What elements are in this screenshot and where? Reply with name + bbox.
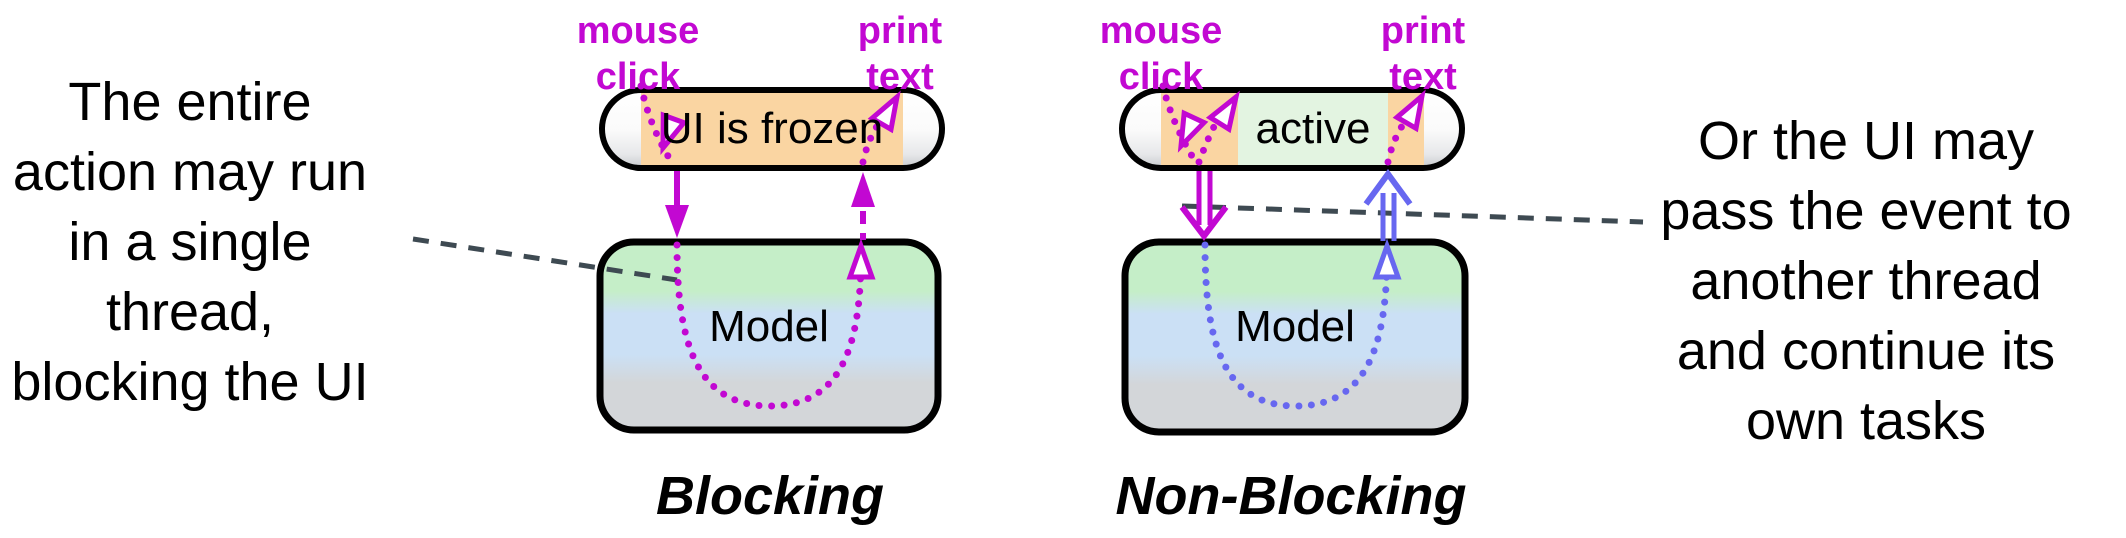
blocking-ui-frozen-overlay <box>641 93 903 165</box>
non-blocking-handoff-arrowhead-icon <box>1179 205 1229 241</box>
non-blocking-ui-return-arrowhead-icon <box>1205 90 1240 134</box>
non-blocking-mouse-click-label: mouse click <box>1099 10 1223 98</box>
non-blocking-mouse-click-arrowhead-icon <box>1177 109 1209 153</box>
blocking-caption: Blocking <box>655 466 885 526</box>
blocking-mouse-click-label: mouse click <box>576 10 700 98</box>
blocking-model-label: Model <box>709 302 829 351</box>
blocking-mouse-click-arrowhead-icon <box>660 111 689 156</box>
non-blocking-print-text-label: print text <box>1380 10 1466 98</box>
right-note: Or the UI may pass the event to another … <box>1660 111 2072 451</box>
non-blocking-print-text-dotted-path <box>1384 119 1408 166</box>
non-blocking-result-arrowhead-icon <box>1363 168 1413 206</box>
blocking-mouse-click-dotted-path <box>637 82 677 168</box>
blocking-ui-status: UI is frozen <box>660 104 884 153</box>
blocking-event-down-arrowhead-icon <box>665 205 689 238</box>
non-blocking-model-label: Model <box>1235 302 1355 351</box>
non-blocking-model-box <box>1121 238 1469 436</box>
blocking-model-processing-curve <box>673 241 865 410</box>
blocking-diagram <box>412 82 945 434</box>
blocking-print-text-label: print text <box>857 10 943 98</box>
right-note-connector-line <box>1181 203 1644 225</box>
non-blocking-mouse-click-dotted-path <box>1159 82 1201 168</box>
non-blocking-active-overlay <box>1238 93 1388 165</box>
blocking-model-curve-arrowhead-icon <box>846 238 876 280</box>
blocking-model-box <box>596 238 942 434</box>
non-blocking-diagram <box>1119 82 1644 436</box>
non-blocking-model-processing-curve <box>1201 241 1391 410</box>
non-blocking-model-curve-arrowhead-icon <box>1372 238 1402 280</box>
blocking-print-text-arrowhead-icon <box>867 90 901 134</box>
non-blocking-ui-status: active <box>1255 104 1371 153</box>
non-blocking-print-text-arrowhead-icon <box>1392 89 1426 133</box>
blocking-ui-pill-border <box>599 87 945 171</box>
non-blocking-caption: Non-Blocking <box>1115 466 1467 526</box>
blocking-print-text-dotted-path <box>859 119 883 166</box>
non-blocking-ui-pill-border <box>1119 87 1465 171</box>
left-note: The entire action may run in a single th… <box>11 72 369 412</box>
blocking-result-up-arrowhead-icon <box>851 172 875 207</box>
